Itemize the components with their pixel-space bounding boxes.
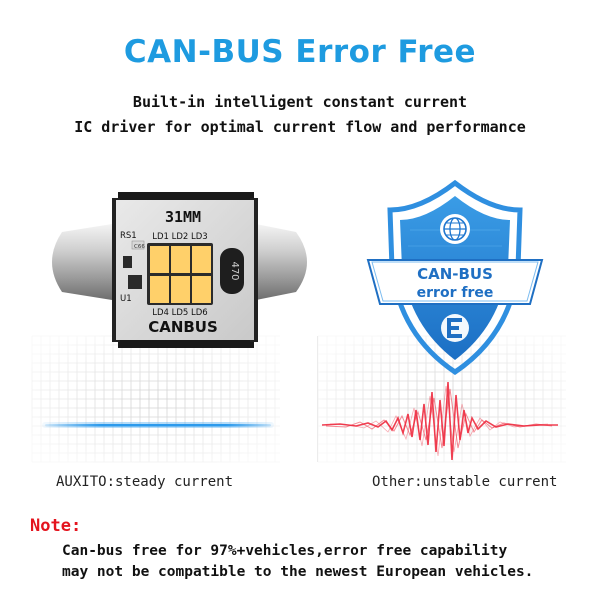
note-label: Note: (30, 516, 82, 536)
unstable-signal-waveform (321, 381, 558, 461)
unstable-current-caption: Other:unstable current (372, 474, 558, 490)
bottom-leds-label: LD4 LD5 LD6 (152, 308, 207, 318)
e-letter-icon (441, 314, 469, 342)
globe-icon (440, 214, 470, 244)
led-bulb: 470 31MM RS1 LD1 LD2 LD3 C66 U1 LD4 LD5 … (52, 192, 307, 348)
subtitle-line-1: Built-in intelligent constant current (132, 93, 468, 111)
chip-label: C66 (134, 244, 145, 250)
inductor-label: 470 (229, 261, 240, 280)
canbus-badge: CAN-BUS error free (366, 179, 544, 376)
badge-line2: error free (417, 285, 494, 301)
steady-current-caption: AUXITO:steady current (56, 474, 234, 490)
rs-label: RS1 (120, 231, 137, 241)
top-leds-label: LD1 LD2 LD3 (152, 232, 207, 242)
u1-label: U1 (120, 294, 132, 304)
note-line-1: Can-bus free for 97%+vehicles,error free… (62, 543, 508, 559)
page-title: CAN-BUS Error Free (123, 34, 477, 70)
note-line-2: may not be compatible to the newest Euro… (62, 564, 534, 580)
canbus-board-label: CANBUS (148, 318, 218, 336)
steady-signal-line (42, 422, 274, 428)
badge-line1: CAN-BUS (417, 265, 493, 283)
bulb-size-label: 31MM (165, 208, 201, 226)
led-array (147, 243, 213, 305)
subtitle-line-2: IC driver for optimal current flow and p… (74, 118, 526, 136)
